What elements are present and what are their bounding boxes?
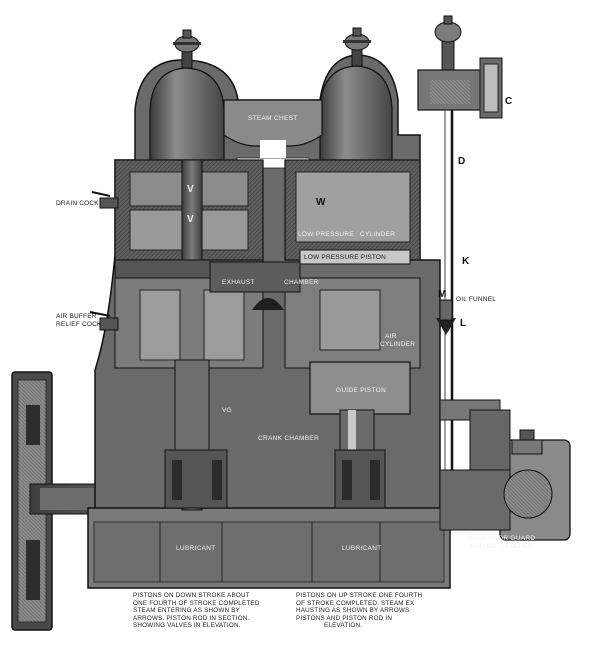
- letter-v2: V: [187, 214, 194, 225]
- letter-c: C: [505, 96, 512, 107]
- letter-v1: V: [187, 184, 194, 195]
- label-exhaust: EXHAUST: [222, 279, 255, 286]
- label-governor-1: GOVERNOR GUARD: [468, 535, 535, 542]
- dome-valve-left: [173, 29, 201, 69]
- caption-left-line: ARROWS. PISTON ROD IN SECTION.: [133, 614, 250, 622]
- caption-right-line: HAUSTING AS SHOWN BY ARROWS: [296, 607, 410, 615]
- steam-chest: [149, 65, 393, 169]
- governor-assembly: [439, 399, 571, 541]
- label-cylinder: CYLINDER: [360, 231, 395, 238]
- caption-right-line: OF STROKE COMPLETED. STEAM EX: [296, 599, 415, 607]
- label-chamber: CHAMBER: [284, 279, 319, 286]
- crank-chamber: [164, 449, 386, 509]
- label-lubricant-right: LUBRICANT: [342, 545, 382, 552]
- label-drain-cock: DRAIN COCK: [56, 200, 99, 207]
- steam-inlet: [417, 15, 503, 119]
- label-lubricant-left: LUBRICANT: [176, 545, 216, 552]
- letter-vg: VG: [222, 407, 232, 414]
- label-relief-cock: RELIEF COCK: [56, 321, 102, 328]
- label-guide-piston: GUIDE PISTON: [336, 387, 386, 394]
- drain-cock: [91, 191, 119, 209]
- label-air-buffer: AIR BUFFER: [56, 313, 97, 320]
- caption-right: PISTONS ON UP STROKE ONE FOURTH OF STROK…: [296, 592, 422, 630]
- caption-left-line: ONE FOURTH OF STROKE COMPLETED: [133, 599, 260, 607]
- label-steam-chest: STEAM CHEST: [248, 115, 298, 122]
- label-governor-2: AND OIL CATCHER: [470, 543, 533, 550]
- letter-d: D: [458, 156, 465, 167]
- caption-left-line: STEAM ENTERING AS SHOWN BY: [133, 607, 241, 615]
- label-low-pressure-piston: LOW PRESSURE PISTON: [304, 254, 386, 261]
- caption-right-line: PISTONS ON UP STROKE ONE FOURTH: [296, 592, 423, 599]
- letter-k: K: [462, 256, 470, 267]
- letter-m: M: [438, 289, 446, 300]
- label-crank-chamber: CRANK CHAMBER: [258, 435, 319, 442]
- caption-right-line: ELEVATION.: [324, 622, 363, 630]
- exhaust-chamber: [209, 261, 301, 310]
- caption-right-line: PISTONS AND PISTON ROD IN: [296, 614, 393, 622]
- label-low-pressure: LOW PRESSURE: [298, 231, 354, 238]
- caption-left-line: PISTONS ON DOWN STROKE ABOUT: [133, 592, 250, 599]
- label-oil-funnel: OIL FUNNEL: [456, 296, 496, 303]
- label-air-2: CYLINDER: [380, 341, 415, 348]
- air-buffer-relief-cock: [89, 311, 119, 331]
- caption-left-line: SHOWING VALVES IN ELEVATION.: [133, 622, 241, 630]
- letter-w: W: [316, 197, 326, 208]
- letter-l: L: [460, 318, 466, 329]
- caption-left: PISTONS ON DOWN STROKE ABOUT ONE FOURTH …: [133, 592, 260, 630]
- label-air-1: AIR: [385, 333, 397, 340]
- dome-valve-right: [343, 27, 371, 67]
